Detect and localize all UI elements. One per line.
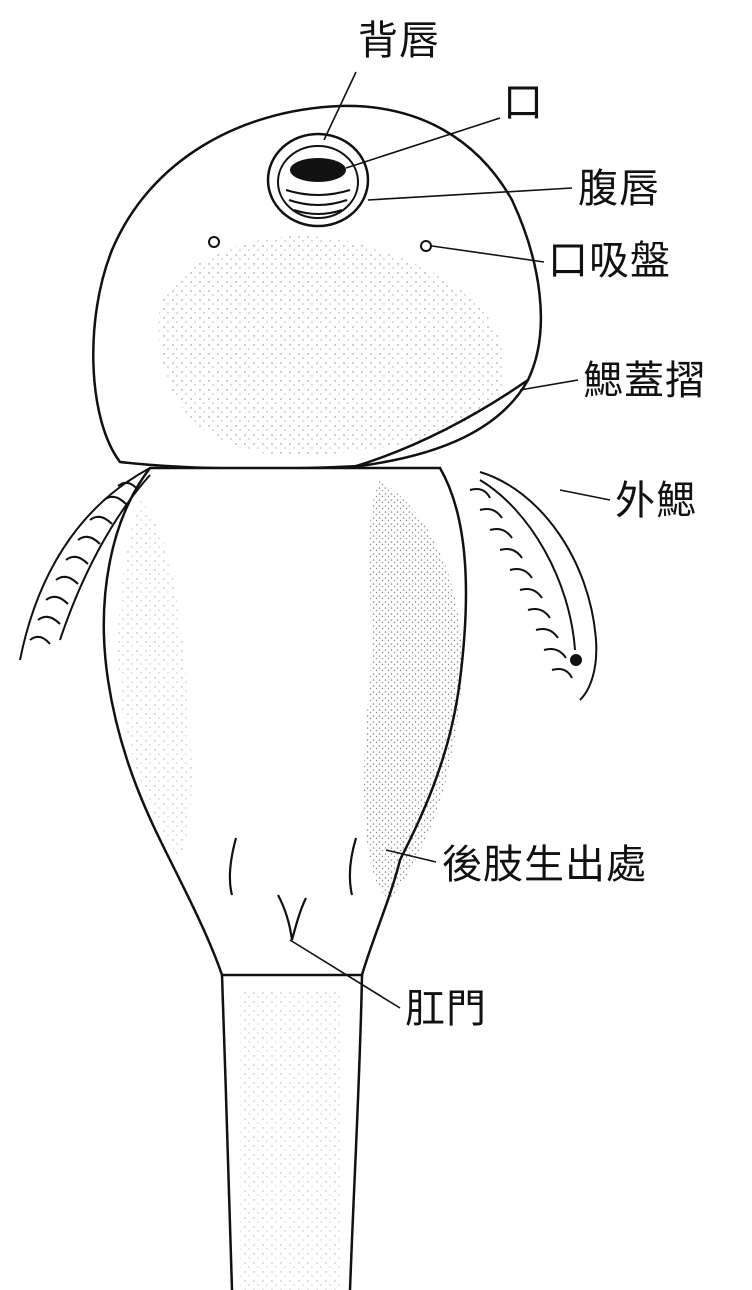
right-external-gill bbox=[470, 472, 596, 700]
tail-outline-left bbox=[222, 975, 232, 1290]
label-operculum-fold: 鰓蓋摺 bbox=[583, 358, 706, 404]
label-external-gill: 外鰓 bbox=[615, 478, 697, 524]
label-anus: 肛門 bbox=[405, 986, 487, 1032]
label-mouth: 口 bbox=[503, 80, 544, 126]
label-dorsal-lip: 背唇 bbox=[358, 18, 440, 64]
label-oral-sucker: 口吸盤 bbox=[548, 238, 671, 284]
oral-sucker-right bbox=[421, 241, 431, 251]
label-ventral-lip: 腹唇 bbox=[578, 166, 660, 212]
mouth-disc bbox=[268, 134, 368, 226]
label-hindlimb-bud: 後肢生出處 bbox=[442, 842, 647, 888]
leader-external-gill bbox=[560, 490, 610, 500]
tail-stipple bbox=[240, 990, 340, 1290]
tail-outline-right bbox=[350, 975, 362, 1290]
leader-operculum bbox=[520, 380, 578, 390]
oral-sucker-left bbox=[209, 237, 219, 247]
